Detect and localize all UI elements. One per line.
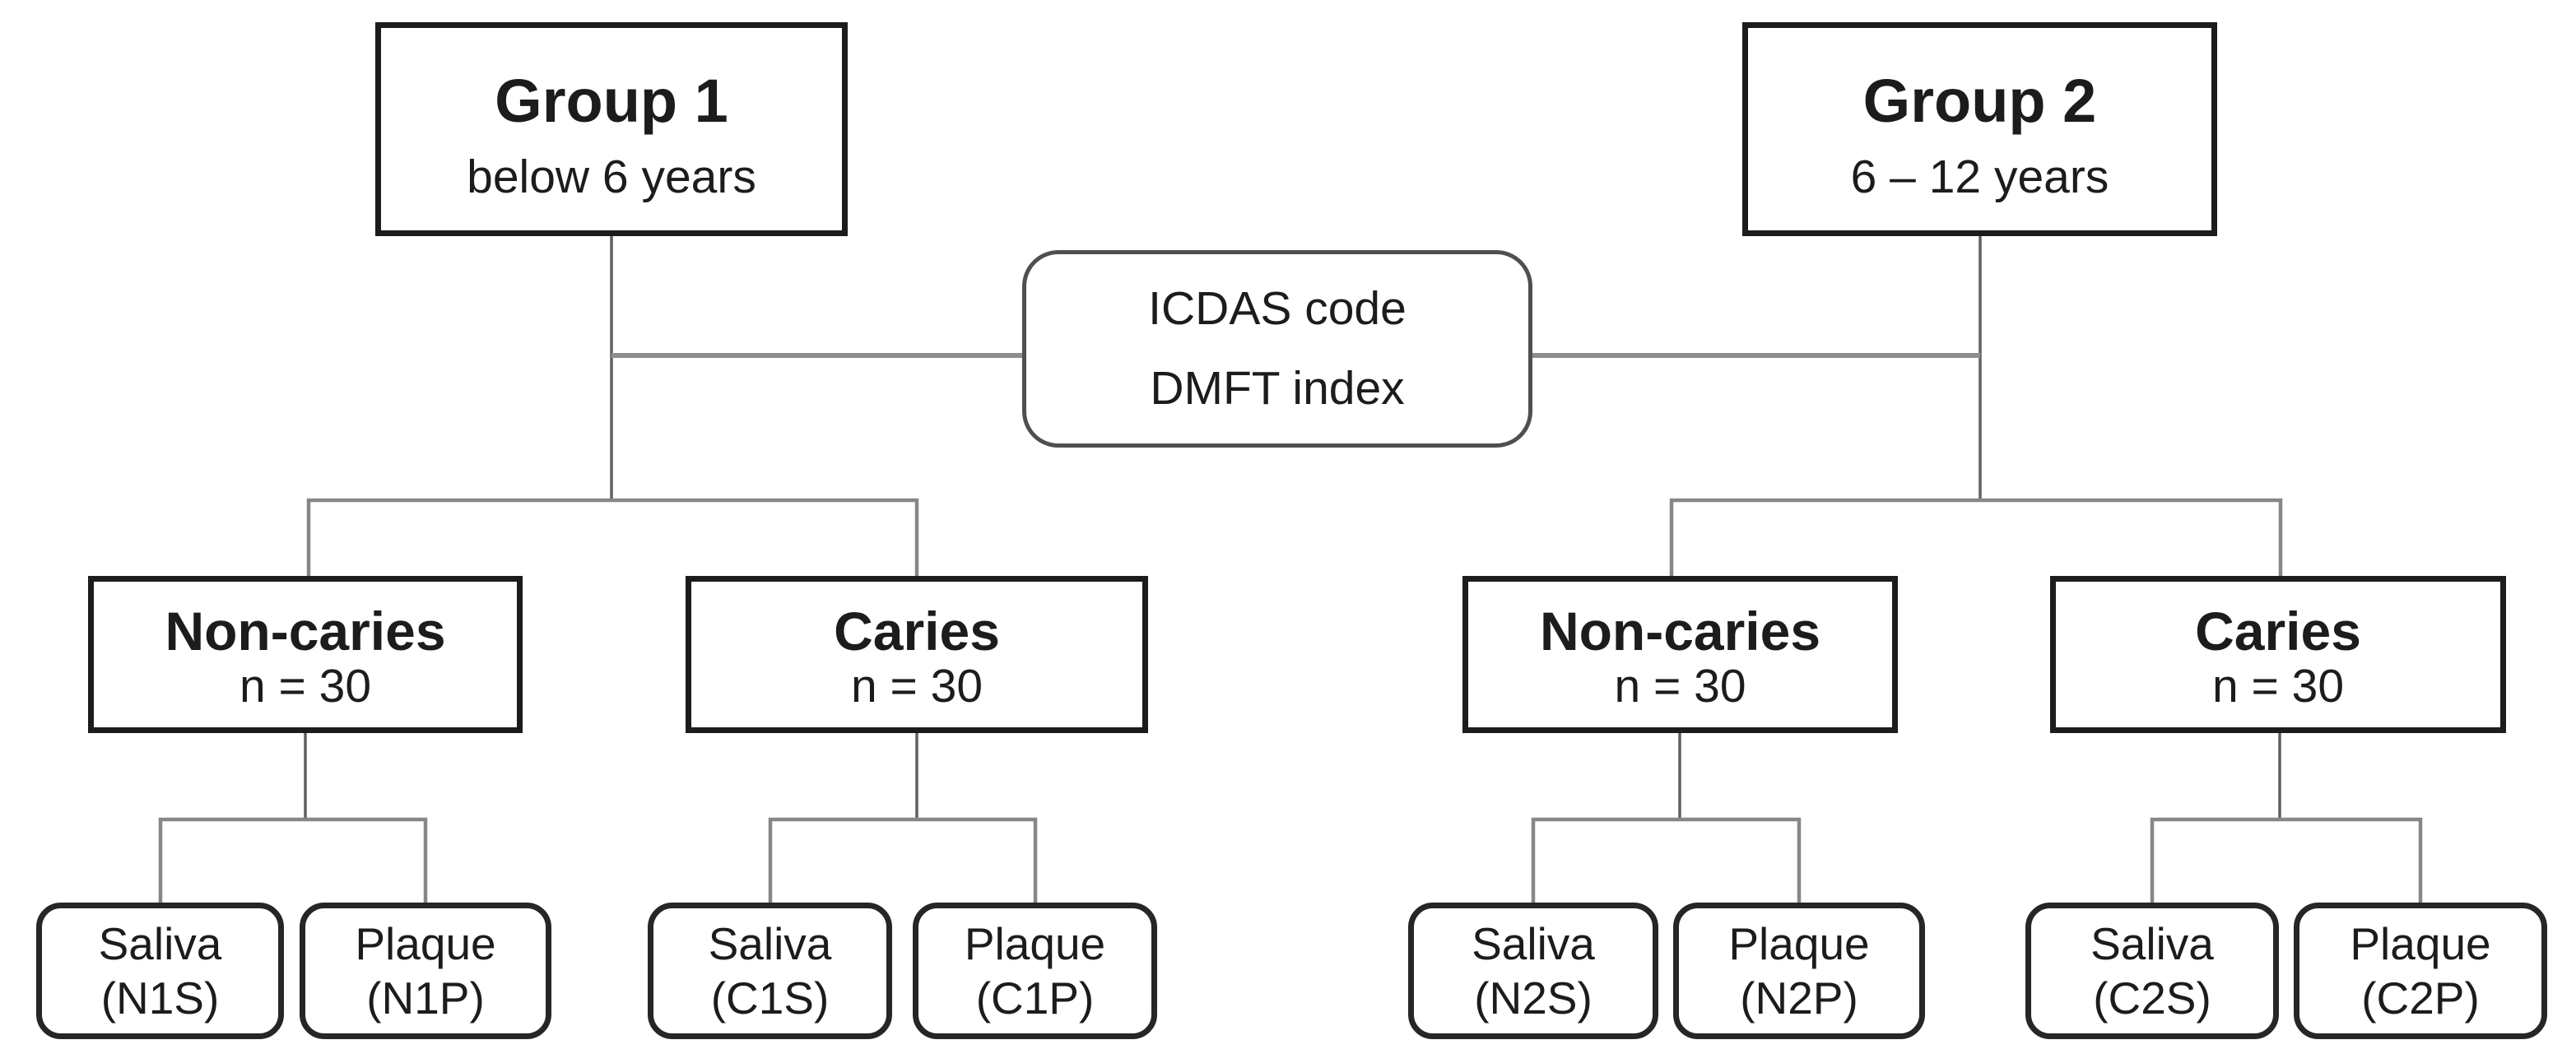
group2-title: Group 2: [1862, 67, 2097, 135]
sample-c1s-box: Saliva (C1S): [648, 903, 892, 1039]
caries1-title: Caries: [834, 601, 1000, 661]
sample-c2p-box: Plaque (C2P): [2294, 903, 2547, 1039]
connector-group2-branch-bar: [1669, 498, 2283, 578]
assessment-dmft-label: DMFT index: [1150, 362, 1405, 415]
sample-c2p-code: (C2P): [2361, 972, 2480, 1024]
sample-n2s-box: Saliva (N2S): [1408, 903, 1658, 1039]
noncaries1-count: n = 30: [239, 660, 372, 713]
sample-n1s-type: Saliva: [98, 918, 222, 969]
group2-subtitle: 6 – 12 years: [1850, 151, 2109, 203]
sample-c2s-code: (C2S): [2093, 972, 2211, 1024]
sample-n1s-code: (N1S): [100, 972, 220, 1024]
sample-n2p-box: Plaque (N2P): [1673, 903, 1925, 1039]
sample-c1s-code: (C1S): [710, 972, 830, 1024]
sample-n1p-box: Plaque (N1P): [300, 903, 551, 1039]
group1-subtitle: below 6 years: [467, 151, 756, 203]
connector-caries1-branch-bar: [768, 817, 1038, 904]
noncaries2-box: Non-caries n = 30: [1462, 576, 1898, 733]
noncaries2-count: n = 30: [1614, 660, 1746, 713]
caries2-title: Caries: [2195, 601, 2361, 661]
sample-c1s-type: Saliva: [708, 918, 832, 969]
sample-c2s-type: Saliva: [2090, 918, 2214, 969]
group1-box: Group 1 below 6 years: [375, 22, 848, 236]
sample-c1p-type: Plaque: [964, 918, 1106, 969]
assessment-box: ICDAS code DMFT index: [1022, 250, 1532, 448]
noncaries1-title: Non-caries: [165, 601, 446, 661]
sample-c1p-box: Plaque (C1P): [913, 903, 1157, 1039]
connector-noncaries1-branch-bar: [158, 817, 428, 904]
sample-n2p-type: Plaque: [1728, 918, 1870, 969]
caries1-box: Caries n = 30: [686, 576, 1148, 733]
sample-n2p-code: (N2P): [1740, 972, 1858, 1024]
caries1-count: n = 30: [850, 660, 983, 713]
group2-box: Group 2 6 – 12 years: [1742, 22, 2217, 236]
sample-n1p-type: Plaque: [355, 918, 496, 969]
sample-n1s-box: Saliva (N1S): [36, 903, 284, 1039]
connector-noncaries2-branch-bar: [1531, 817, 1802, 904]
sample-c2p-type: Plaque: [2350, 918, 2491, 969]
caries2-count: n = 30: [2211, 660, 2345, 713]
group1-title: Group 1: [495, 67, 728, 135]
caries2-box: Caries n = 30: [2050, 576, 2506, 733]
sample-c2s-box: Saliva (C2S): [2025, 903, 2279, 1039]
connector-group1-branch-bar: [306, 498, 919, 578]
noncaries2-title: Non-caries: [1539, 601, 1821, 661]
sample-n1p-code: (N1P): [366, 972, 485, 1024]
sample-n2s-type: Saliva: [1472, 918, 1595, 969]
connector-caries2-branch-bar: [2150, 817, 2423, 904]
sample-n2s-code: (N2S): [1474, 972, 1593, 1024]
sample-c1p-code: (C1P): [975, 972, 1095, 1024]
assessment-icdas-label: ICDAS code: [1148, 282, 1407, 335]
noncaries1-box: Non-caries n = 30: [88, 576, 523, 733]
